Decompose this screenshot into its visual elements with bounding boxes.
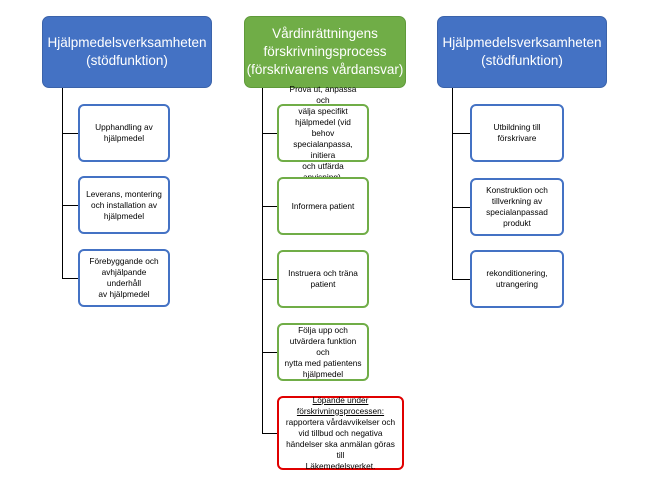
prescription-process-step: Informera patient [277, 177, 369, 235]
support-left-step-line: Leverans, montering [86, 188, 162, 199]
support-right-connector-branch [452, 279, 470, 280]
prescription-process-step-line: förskrivningsprocessen: [296, 405, 385, 416]
prescription-process-connector-branch [262, 206, 277, 207]
support-left-step-line: hjälpmedel [103, 210, 145, 221]
prescription-process-step-line: specialanpassa, initiera [293, 138, 353, 160]
support-right-step-line: Utbildning till [493, 122, 541, 132]
support-right-step-line: förskrivare [497, 133, 537, 143]
prescription-process-connector-branch [262, 133, 277, 134]
support-left-step-line: Upphandling av [95, 122, 153, 132]
prescription-process-step-line: nytta med patientens [284, 357, 362, 368]
prescription-process-step-line: rapportera vårdavvikelser och [285, 416, 396, 427]
prescription-process-step-line: Följa upp och [298, 324, 348, 335]
prescription-process-step-line: Informera patient [291, 200, 355, 211]
prescription-process-step-line: patient [310, 279, 336, 289]
support-right-connector-branch [452, 133, 470, 134]
prescription-process-step-line: vid tillbud och negativa [298, 427, 383, 438]
support-right-step-line: specialanpassad [486, 207, 548, 217]
support-left-header-line: (stödfunktion) [86, 53, 168, 68]
prescription-process-header: Vårdinrättningens förskrivningsprocess (fö… [244, 16, 406, 88]
prescription-process-step-line: hjälpmedel (vid behov [295, 116, 351, 138]
support-left-step-line: Förebyggande och [89, 256, 159, 266]
support-right-header-line: (stödfunktion) [481, 53, 563, 68]
support-right-step: rekonditionering,utrangering [470, 250, 564, 308]
support-left-step-line: avhjälpande underhåll [101, 267, 147, 288]
support-left-step-line: av hjälpmedel [98, 289, 150, 299]
support-left-connector-branch [62, 205, 78, 206]
support-left-step-line: och installation av [91, 199, 157, 210]
prescription-process-header-line: förskrivningsprocess [263, 44, 387, 59]
support-right-connector-trunk [452, 88, 453, 279]
prescription-process-connector-branch [262, 433, 277, 434]
prescription-process-connector-trunk [262, 88, 263, 433]
prescription-process-step-line: händelser ska anmälan göras till [286, 438, 395, 460]
support-right-header-line: Hjälpmedelsverksamheten [442, 35, 602, 50]
support-right-step-line: Konstruktion och [486, 185, 548, 195]
support-left-connector-branch [62, 278, 78, 279]
prescription-process-header-line: (förskrivarens vårdansvar) [246, 62, 404, 77]
support-right-step-line: utrangering [496, 279, 538, 289]
support-right-header: Hjälpmedelsverksamheten (stödfunktion) [437, 16, 607, 88]
support-left-header-line: Hjälpmedelsverksamheten [47, 35, 207, 50]
support-right-step-line: rekonditionering, [486, 268, 548, 278]
prescription-process-step-line: välja specifikt [298, 105, 348, 116]
prescription-process-step-line: Prova ut, anpassa och [289, 83, 357, 105]
support-left-connector-branch [62, 133, 78, 134]
prescription-process-connector-branch [262, 279, 277, 280]
prescription-process-step-line: Läkemedelsverket. [305, 460, 376, 471]
support-left-step-line: hjälpmedel [103, 133, 145, 143]
support-right-connector-branch [452, 207, 470, 208]
support-right-step-line: produkt [503, 218, 531, 228]
support-left-header: Hjälpmedelsverksamheten (stödfunktion) [42, 16, 212, 88]
prescription-process-step-line: hjälpmedel [302, 368, 344, 379]
prescription-process-step-line: Instruera och träna [288, 268, 358, 278]
support-right-step-line: tillverkning av [491, 196, 543, 206]
prescription-process-step-line: och utfärda anvisning). [302, 160, 344, 182]
support-left-connector-trunk [62, 88, 63, 278]
prescription-process-connector-branch [262, 352, 277, 353]
prescription-process-step-line: utvärdera funktion och [289, 335, 357, 357]
prescription-process-header-line: Vårdinrättningens [272, 26, 378, 41]
prescription-process-step-line: Löpande under [312, 394, 369, 405]
